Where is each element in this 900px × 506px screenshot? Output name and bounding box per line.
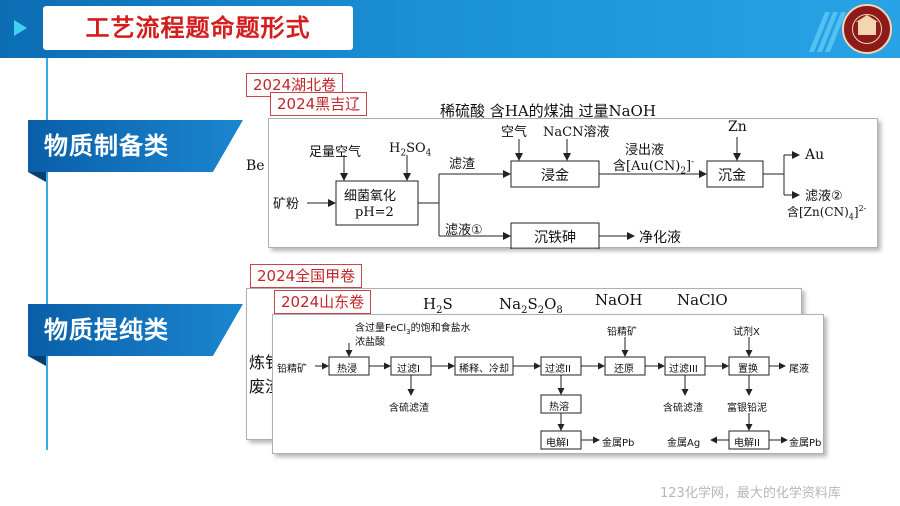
category-label: 物质制备类: [44, 132, 169, 160]
hot-dissolve-box: 热溶: [549, 402, 569, 413]
naclo-label: NaClO: [677, 291, 728, 309]
university-seal-icon: [842, 4, 892, 54]
back-left-text: Be: [246, 158, 265, 174]
play-arrow-icon: [14, 20, 27, 36]
title-box: 工艺流程题命题形式: [43, 6, 353, 50]
au-complex-label: 含[Au(CN)2]-: [613, 157, 695, 177]
h2s-label: H2S: [423, 295, 453, 316]
reduce-reagent-label: 铅精矿: [607, 327, 637, 338]
filtrate2-label: 滤液②: [805, 189, 843, 204]
tail-liquid-label: 尾液: [789, 364, 809, 375]
filtrate1-label: 滤液①: [445, 223, 483, 238]
bacterial-oxidation-label: 细菌氧化: [344, 189, 397, 204]
footer-watermark: 123化学网，最大的化学资料库: [660, 486, 841, 501]
metal-pb-2-label: 金属Pb: [789, 438, 822, 449]
ph-label: pH=2: [355, 205, 394, 220]
page-title: 工艺流程题命题形式: [85, 14, 311, 42]
heijiliao-flow-arrows: [307, 137, 800, 249]
electrolysis2-box: 电解II: [734, 438, 760, 449]
header-bar: 工艺流程题命题形式: [0, 0, 900, 58]
filter3-box: 过滤III: [669, 364, 698, 375]
dilute-cool-box: 稀释、冷却: [459, 364, 509, 375]
na2s2o8-label: Na2S2O8: [499, 295, 563, 316]
gold-leaching-box: 浸金: [541, 168, 569, 184]
metal-ag-label: 金属Ag: [667, 438, 701, 449]
year-tag-shandong: 2024山东卷: [274, 290, 372, 314]
decorative-stripes-icon: [808, 12, 847, 52]
filter2-box: 过滤II: [545, 364, 571, 375]
nacn-solution-label: NaCN溶液: [543, 125, 610, 140]
residue-label: 滤渣: [449, 157, 476, 172]
heijiliao-flowchart-card: 足量空气 H2SO4 矿粉 细菌氧化 pH=2 滤渣 滤液① 空气 NaCN溶液…: [268, 118, 878, 249]
gold-precipitation-box: 沉金: [718, 168, 746, 184]
reagent-x-label: 试剂X: [733, 327, 760, 338]
electrolysis1-box: 电解I: [546, 438, 569, 449]
shandong-flow-arrows: [315, 337, 788, 450]
h2so4-label: H2SO4: [389, 141, 432, 159]
purified-solution-label: 净化液: [639, 230, 681, 246]
shandong-flowchart-card: 含过量FeCl3的饱和食盐水 浓盐酸 铅精矿 热浸 过滤I 稀释、冷却 过滤II…: [272, 314, 824, 454]
filter1-box: 过滤I: [397, 364, 420, 375]
year-tag-quanguojia: 2024全国甲卷: [250, 264, 363, 288]
reagent-fecl3-label: 含过量FeCl3的饱和食盐水: [355, 323, 471, 336]
naoh-label: NaOH: [595, 291, 643, 309]
silver-lead-mud-label: 富银铅泥: [727, 403, 767, 414]
zn-complex-label: 含[Zn(CN)4]2-: [787, 204, 867, 222]
back-reagents: 稀硫酸 含HA的煤油 过量NaOH: [440, 102, 656, 120]
category-banner-purification: 物质提纯类: [28, 304, 243, 366]
reagent-hcl-label: 浓盐酸: [355, 337, 385, 348]
replacement-box: 置换: [738, 364, 758, 375]
reduction-box: 还原: [614, 364, 634, 375]
sulfur-residue-1-label: 含硫滤渣: [389, 403, 429, 414]
ore-powder-label: 矿粉: [273, 197, 300, 212]
zn-label: Zn: [728, 119, 747, 135]
leachate-label: 浸出液: [625, 143, 665, 158]
au-product-label: Au: [805, 147, 825, 163]
air-input-label: 足量空气: [309, 145, 362, 160]
hot-leach-box: 热浸: [337, 364, 357, 375]
category-label: 物质提纯类: [44, 316, 169, 344]
year-tag-heijiliao: 2024黑吉辽: [270, 92, 368, 116]
sulfur-residue-2-label: 含硫滤渣: [663, 403, 703, 414]
air-label: 空气: [501, 125, 528, 140]
arsenic-precipitation-box: 沉铁砷: [534, 230, 576, 246]
metal-pb-1-label: 金属Pb: [602, 438, 635, 449]
lead-ore-label: 铅精矿: [277, 364, 307, 375]
category-banner-preparation: 物质制备类: [28, 120, 243, 182]
timeline-line: [46, 58, 48, 450]
